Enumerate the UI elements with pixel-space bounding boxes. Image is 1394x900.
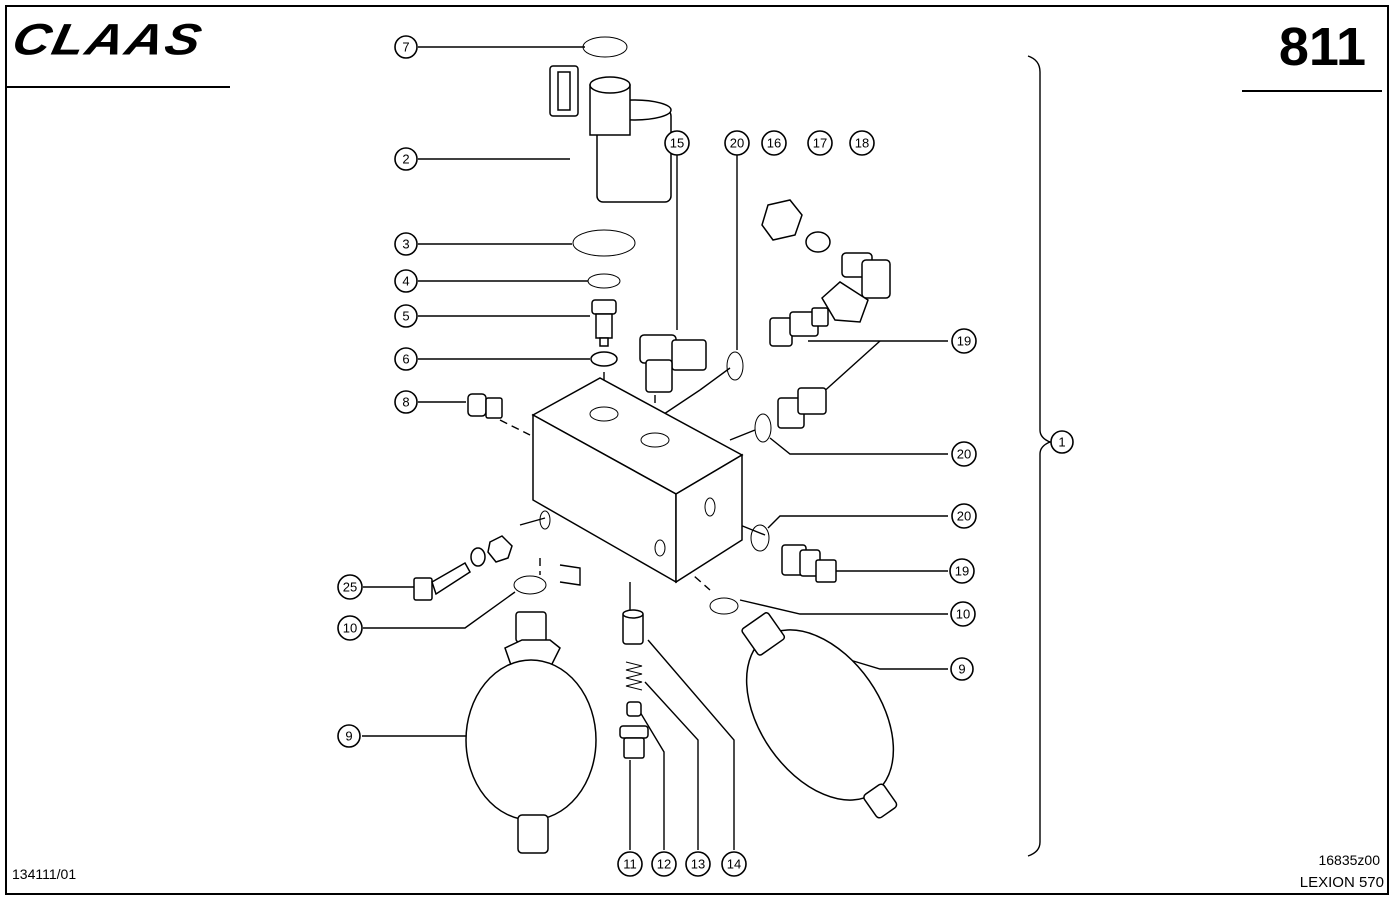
callout-18: 18 (849, 130, 875, 156)
o-ring-3 (582, 36, 628, 58)
leader-lines (362, 46, 1060, 850)
callout-20-top: 20 (724, 130, 750, 156)
callout-19-low: 19 (949, 558, 975, 584)
callout-16: 16 (761, 130, 787, 156)
plug-8 (467, 393, 503, 419)
svg-text:9: 9 (345, 729, 352, 744)
valve-cartridge-6 (591, 299, 617, 347)
drawing-id: 16835z00 (1318, 852, 1380, 868)
cap-17 (805, 231, 831, 253)
svg-text:12: 12 (657, 857, 671, 872)
fitting-19a (769, 307, 829, 347)
svg-text:25: 25 (343, 580, 357, 595)
callout-17: 17 (807, 130, 833, 156)
callout-4: 3 (394, 232, 418, 256)
callout-7: 6 (394, 347, 418, 371)
svg-text:7: 7 (402, 40, 409, 55)
svg-text:20: 20 (957, 447, 971, 462)
svg-text:10: 10 (956, 607, 970, 622)
ball-seat-12 (626, 701, 642, 717)
callout-5: 4 (394, 269, 418, 293)
svg-text:13: 13 (691, 857, 705, 872)
plug-11 (619, 725, 649, 759)
svg-text:19: 19 (955, 564, 969, 579)
callout-10-right: 10 (950, 601, 976, 627)
callout-9-left: 9 (337, 724, 361, 748)
o-ring-20c (750, 524, 770, 552)
svg-text:19: 19 (957, 334, 971, 349)
callout-14: 14 (721, 851, 747, 877)
svg-text:2: 2 (402, 152, 409, 167)
callout-3: 7 (394, 35, 418, 59)
svg-text:18: 18 (855, 136, 869, 151)
fitting-19b (777, 387, 827, 429)
nut-16 (761, 199, 803, 241)
svg-text:1: 1 (1058, 435, 1065, 450)
drawing-frame (5, 5, 1389, 895)
assembly-bracket (1027, 55, 1052, 857)
callout-25: 25 (337, 574, 363, 600)
callout-12: 12 (651, 851, 677, 877)
piston-14 (622, 609, 644, 645)
svg-text:3: 3 (402, 237, 409, 252)
accumulator-9-left (465, 611, 597, 854)
o-ring-20a (726, 351, 744, 381)
o-ring-4 (572, 229, 636, 257)
callout-9-right: 9 (950, 657, 974, 681)
nut (487, 535, 513, 563)
callout-8: 8 (394, 390, 418, 414)
document-id: 134111/01 (12, 866, 77, 882)
callout-20-low: 20 (951, 503, 977, 529)
svg-text:20: 20 (730, 136, 744, 151)
callout-20-mid: 20 (951, 441, 977, 467)
callout-11: 11 (617, 851, 643, 877)
svg-text:14: 14 (727, 857, 741, 872)
machine-model: LEXION 570 (1299, 874, 1384, 891)
seal-ring-7 (590, 351, 618, 367)
callout-1: 1 (1050, 430, 1074, 454)
accumulator-9-right (741, 612, 898, 819)
fitting-19c (781, 544, 837, 583)
svg-text:5: 5 (402, 309, 409, 324)
svg-text:11: 11 (623, 857, 637, 872)
svg-text:16: 16 (767, 136, 781, 151)
svg-text:6: 6 (402, 352, 409, 367)
callout-10-left: 10 (337, 615, 363, 641)
svg-text:9: 9 (958, 662, 965, 677)
solenoid-coil-2 (549, 65, 672, 203)
washer (470, 547, 486, 567)
bolt-25 (413, 561, 471, 601)
o-ring-20b (754, 413, 772, 443)
svg-text:20: 20 (957, 509, 971, 524)
callout-15: 15 (664, 130, 690, 156)
callout-19-top: 19 (951, 328, 977, 354)
page-number: 811 (1278, 17, 1366, 77)
logo-underline (6, 86, 230, 88)
svg-text:8: 8 (402, 395, 409, 410)
svg-text:4: 4 (402, 274, 409, 289)
svg-text:10: 10 (343, 621, 357, 636)
callout-6: 5 (394, 304, 418, 328)
page-number-underline (1242, 90, 1382, 92)
elbow-union-18 (821, 252, 891, 323)
svg-text:15: 15 (670, 136, 684, 151)
svg-text:17: 17 (813, 136, 827, 151)
o-ring-10a (513, 575, 547, 595)
o-ring-5 (587, 273, 621, 289)
callout-2: 2 (394, 147, 418, 171)
o-ring-10b (709, 597, 739, 615)
valve-block (531, 377, 744, 584)
spring-13 (625, 661, 643, 691)
callout-13: 13 (685, 851, 711, 877)
elbow-fitting-15 (639, 334, 707, 393)
